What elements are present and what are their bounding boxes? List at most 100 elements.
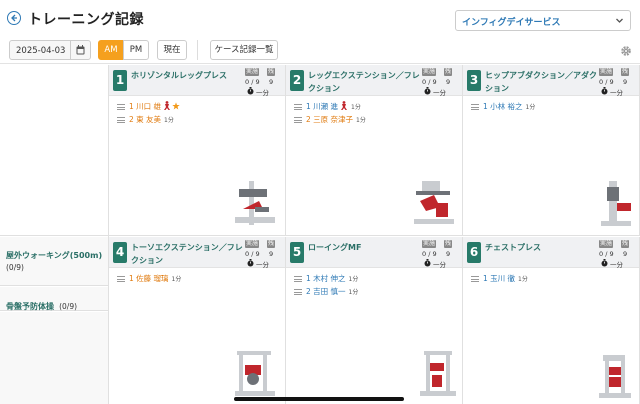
timer-icon	[247, 87, 254, 95]
date-value: 2025-04-03	[16, 46, 66, 56]
machine-card[interactable]: 1 ホリゾンタルレッグプレス 実施 残 0 / 9 9 一分 1 川口 雄	[109, 65, 286, 236]
case-record-list-button[interactable]: ケース記録一覧	[210, 40, 278, 60]
remaining-count: 9	[269, 250, 274, 258]
timer-icon	[601, 259, 608, 267]
done-badge: 実施	[422, 68, 437, 76]
machine-card[interactable]: 2 レッグエクステンション／フレクション 実施 残 0 / 9 9 一分 1 川…	[286, 65, 463, 236]
member-name: 1 川瀬 進	[306, 102, 339, 111]
card-number: 5	[290, 242, 304, 263]
card-title: ヒップアブダクション／アダクション	[485, 71, 597, 93]
member-duration: 1分	[348, 289, 359, 296]
done-badge: 実施	[422, 240, 437, 248]
chevron-down-icon	[616, 18, 623, 23]
left-item-name: 屋外ウォーキング(500m)	[6, 251, 103, 260]
time-unit: 一分	[433, 261, 446, 269]
am-toggle[interactable]: AM	[98, 40, 124, 60]
drag-handle-icon[interactable]	[294, 117, 302, 125]
remaining-badge: 残	[444, 68, 453, 76]
card-title: チェストプレス	[485, 243, 541, 252]
timer-icon	[424, 87, 431, 95]
member-duration: 1分	[348, 276, 359, 283]
back-icon[interactable]	[7, 11, 21, 25]
machine-card[interactable]: 4 トーソエクステンション／フレクション 実施 残 0 / 9 9 一分 1 佐…	[109, 237, 286, 404]
done-count: 0 / 9	[599, 250, 614, 258]
remaining-count: 9	[623, 78, 628, 86]
card-header: 2 レッグエクステンション／フレクション 実施 残 0 / 9 9 一分	[286, 65, 462, 97]
card-number: 4	[113, 242, 127, 263]
member-name: 1 木村 伸之	[306, 274, 346, 283]
header: トレーニング記録 インフィグデイサービス	[0, 0, 640, 36]
toolbar: 2025-04-03 AM PM 現在 ケース記録一覧	[0, 36, 640, 64]
facility-select[interactable]: インフィグデイサービス	[455, 10, 631, 31]
card-number: 6	[467, 242, 481, 263]
member-name: 1 佐藤 瑠璃	[129, 274, 169, 283]
machine-card[interactable]: 3 ヒップアブダクション／アダクション 実施 残 0 / 9 9 一分 1 小林…	[463, 65, 640, 236]
home-indicator[interactable]	[234, 397, 404, 401]
gear-icon[interactable]	[620, 45, 632, 57]
member-duration: 1分	[351, 104, 361, 111]
timer-icon	[601, 87, 608, 95]
pm-toggle[interactable]: PM	[123, 40, 149, 60]
left-item-walking[interactable]: 屋外ウォーキング(500m) (0/9)	[0, 237, 108, 286]
star-icon	[172, 102, 180, 110]
card-number: 3	[467, 70, 481, 91]
card-number: 2	[290, 70, 304, 91]
member-duration: 1分	[525, 104, 536, 111]
drag-handle-icon[interactable]	[471, 104, 479, 112]
facility-label: インフィグデイサービス	[462, 18, 561, 28]
member-name: 1 川口 雄	[129, 102, 162, 111]
member-duration: 1分	[518, 276, 528, 283]
member-row[interactable]: 1 川口 雄	[117, 100, 282, 113]
left-item-count: (0/9)	[6, 263, 24, 272]
remaining-badge: 残	[621, 240, 630, 248]
member-name: 2 吉田 慎一	[306, 287, 346, 296]
drag-handle-icon[interactable]	[117, 104, 125, 112]
person-icon	[341, 101, 348, 110]
divider	[197, 40, 198, 60]
machine-image	[595, 351, 635, 403]
left-item-pelvic-exercise[interactable]: 骨盤予防体操 (0/9)	[0, 287, 108, 311]
drag-handle-icon[interactable]	[471, 276, 479, 284]
now-button[interactable]: 現在	[157, 40, 187, 60]
date-input[interactable]: 2025-04-03	[9, 40, 91, 60]
done-count: 0 / 9	[599, 78, 614, 86]
time-unit: 一分	[256, 89, 269, 97]
done-badge: 実施	[245, 68, 260, 76]
card-header: 1 ホリゾンタルレッグプレス 実施 残 0 / 9 9 一分	[109, 65, 285, 97]
done-badge: 実施	[599, 240, 614, 248]
remaining-count: 9	[623, 250, 628, 258]
member-duration: 1分	[171, 276, 182, 283]
left-item-name: 骨盤予防体操	[6, 302, 54, 311]
machine-image	[418, 349, 458, 401]
remaining-count: 9	[446, 250, 451, 258]
drag-handle-icon[interactable]	[294, 289, 302, 297]
calendar-icon	[76, 45, 85, 55]
drag-handle-icon[interactable]	[117, 276, 125, 284]
machine-image	[235, 349, 275, 401]
drag-handle-icon[interactable]	[117, 117, 125, 125]
time-unit: 一分	[433, 89, 446, 97]
time-unit: 一分	[256, 261, 269, 269]
drag-handle-icon[interactable]	[294, 276, 302, 284]
card-title: トーソエクステンション／フレクション	[131, 243, 243, 265]
timer-icon	[247, 259, 254, 267]
member-row[interactable]: 1 川瀬 進 1分	[294, 100, 459, 113]
remaining-badge: 残	[621, 68, 630, 76]
left-empty-cell	[0, 312, 108, 404]
done-count: 0 / 9	[245, 78, 260, 86]
calendar-button[interactable]	[70, 41, 90, 59]
member-name: 2 三原 奈津子	[306, 115, 354, 124]
drag-handle-icon[interactable]	[294, 104, 302, 112]
